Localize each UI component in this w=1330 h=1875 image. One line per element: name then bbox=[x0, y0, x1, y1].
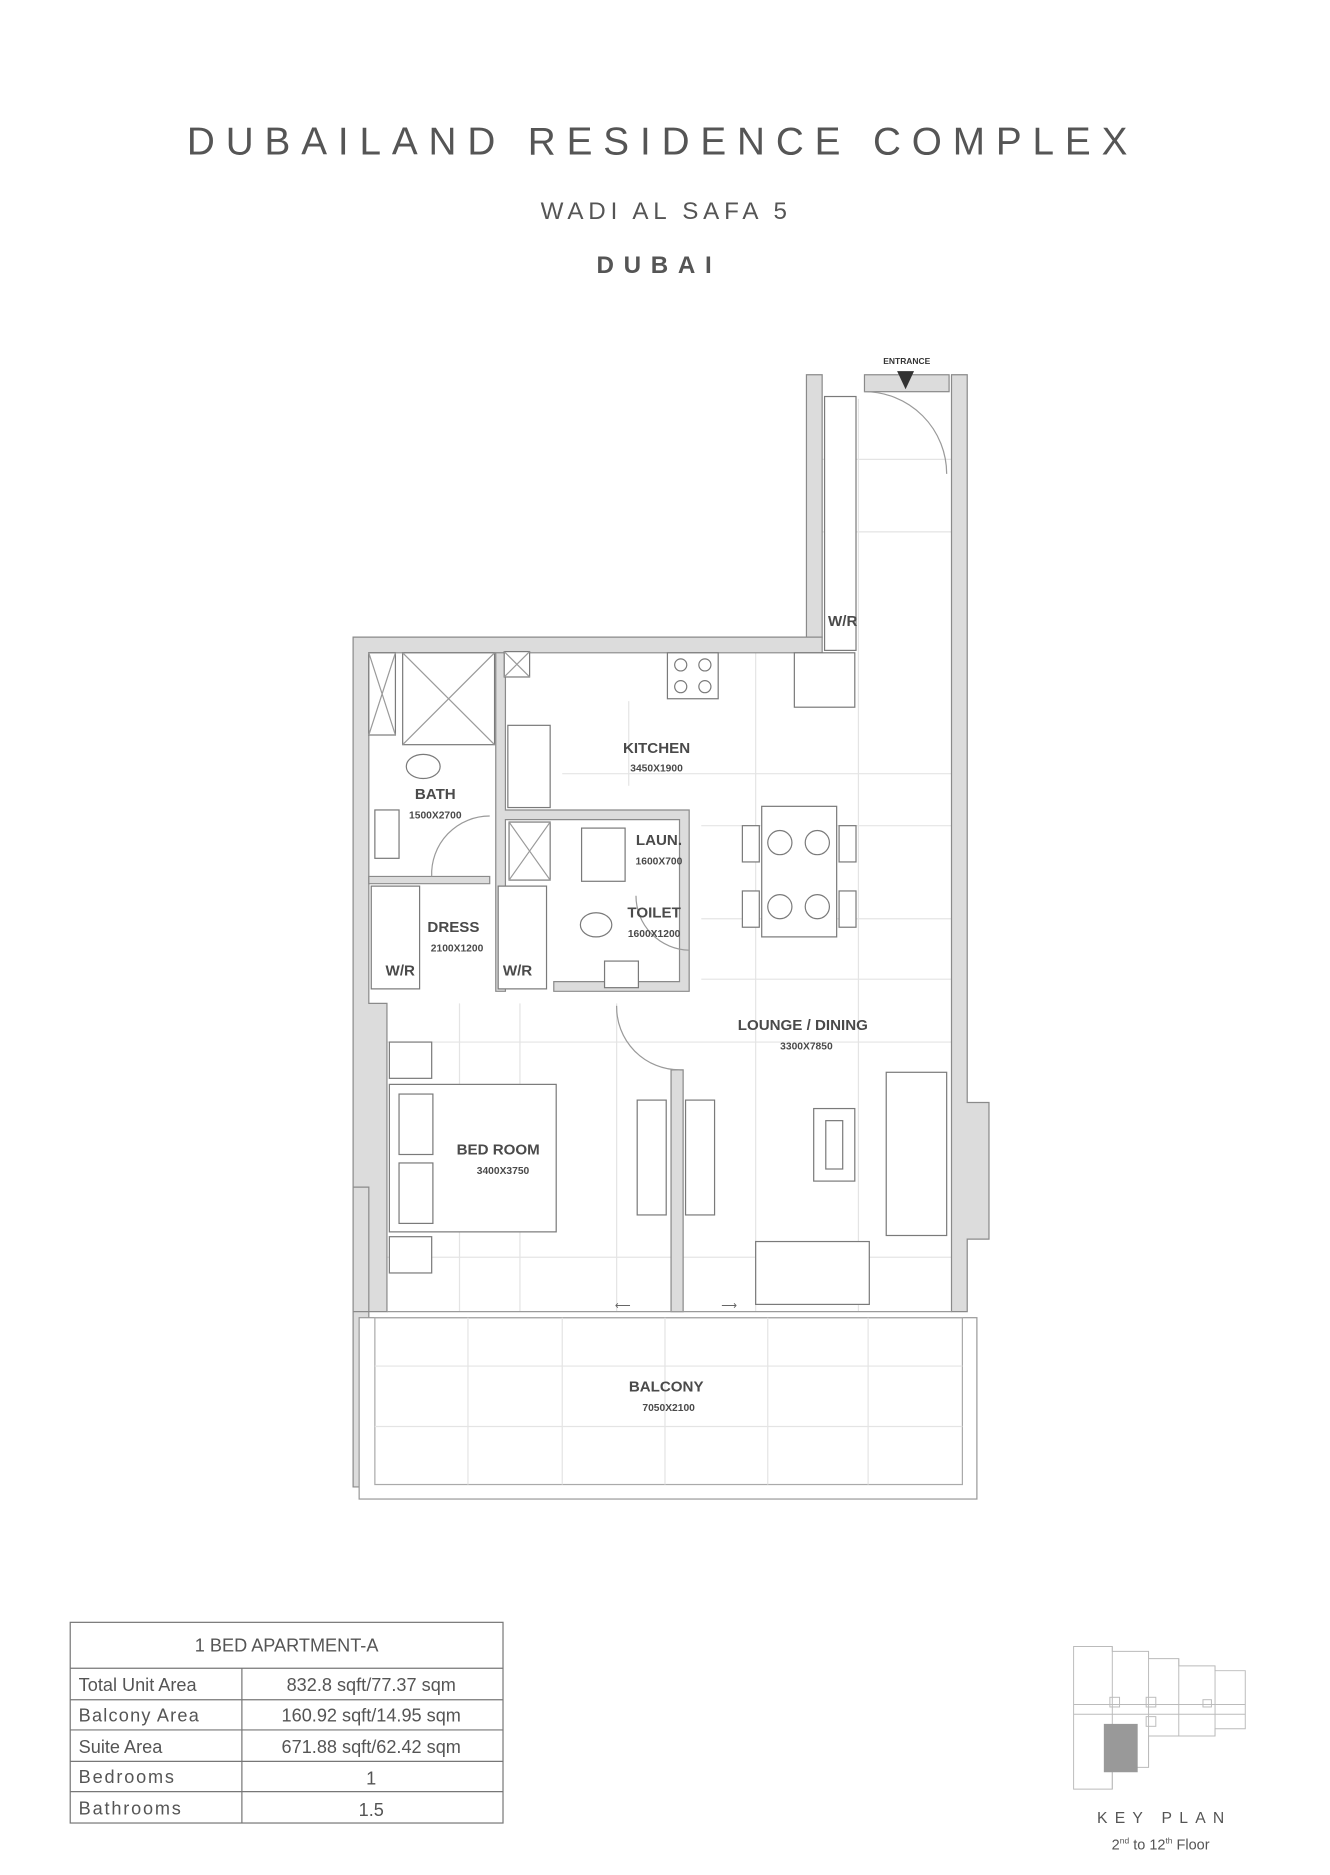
room-label: LOUNGE / DINING bbox=[738, 1017, 868, 1034]
table-row: Bathrooms 1.5 bbox=[79, 1799, 384, 1820]
partition-wall bbox=[670, 1069, 684, 1313]
area-table bbox=[69, 1621, 504, 1824]
row-label: Total Unit Area bbox=[79, 1675, 198, 1695]
room-label: DRESS bbox=[427, 919, 479, 936]
row-label: Suite Area bbox=[79, 1737, 164, 1757]
wall bbox=[950, 374, 990, 1313]
project-title: DUBAILAND RESIDENCE COMPLEX bbox=[187, 121, 1138, 164]
row-label: Bedrooms bbox=[79, 1767, 176, 1787]
slide-arrow-icon: ⟶ bbox=[721, 1300, 737, 1312]
room-label: BALCONY bbox=[629, 1378, 704, 1395]
table-row: Bedrooms 1 bbox=[79, 1767, 377, 1788]
basin bbox=[603, 960, 640, 989]
room-dimension: 1600X700 bbox=[636, 856, 683, 867]
interior-wall bbox=[368, 875, 491, 885]
room-dimension: 1500X2700 bbox=[409, 810, 462, 821]
row-label: Balcony Area bbox=[79, 1705, 200, 1725]
cooktop bbox=[666, 652, 719, 700]
wall bbox=[352, 1186, 370, 1313]
table-title: 1 BED APARTMENT-A bbox=[195, 1635, 380, 1655]
room-label: BATH bbox=[415, 786, 456, 803]
table-row: Total Unit Area 832.8 sqft/77.37 sqm bbox=[79, 1675, 456, 1695]
fridge bbox=[793, 652, 856, 708]
row-value: 1 bbox=[366, 1768, 376, 1788]
floor-from: 2 bbox=[1112, 1838, 1120, 1854]
toilet-icon bbox=[579, 912, 613, 938]
toilet-icon bbox=[405, 753, 441, 780]
key-plan-floors: 2nd to 12th Floor bbox=[1112, 1836, 1210, 1854]
slide-arrow-icon: ⟵ bbox=[615, 1300, 631, 1312]
wardrobe-label: W/R bbox=[503, 963, 532, 980]
row-value: 832.8 sqft/77.37 sqm bbox=[287, 1675, 456, 1695]
sofa bbox=[755, 1240, 870, 1306]
room-label: BED ROOM bbox=[457, 1141, 540, 1158]
floor-end: Floor bbox=[1173, 1838, 1210, 1854]
key-plan-diagram bbox=[1073, 1646, 1246, 1790]
table-row: Balcony Area 160.92 sqft/14.95 sqm bbox=[79, 1705, 461, 1725]
room-label: TOILET bbox=[627, 905, 681, 922]
washing-machine bbox=[580, 827, 626, 882]
wardrobe bbox=[497, 885, 548, 990]
sup: th bbox=[1165, 1836, 1172, 1846]
interior-wall bbox=[495, 652, 690, 992]
wardrobe-label: W/R bbox=[828, 613, 857, 630]
key-plan-title: KEY PLAN bbox=[1097, 1810, 1232, 1827]
row-value: 160.92 sqft/14.95 sqm bbox=[282, 1705, 461, 1725]
sup: nd bbox=[1120, 1836, 1130, 1846]
room-dimension: 7050X2100 bbox=[642, 1403, 695, 1414]
balcony bbox=[358, 1317, 978, 1500]
room-label: KITCHEN bbox=[623, 740, 690, 757]
kitchen-sink bbox=[507, 724, 551, 809]
room-dimension: 2100X1200 bbox=[431, 943, 484, 954]
floor-mid: to 12 bbox=[1129, 1838, 1165, 1854]
wardrobe-label: W/R bbox=[386, 963, 415, 980]
unit-highlight bbox=[1103, 1723, 1138, 1773]
row-value: 671.88 sqft/62.42 sqm bbox=[282, 1737, 461, 1757]
floor-plan: ENTRANCE W/R W/R W/R bbox=[352, 356, 990, 1500]
project-location: WADI AL SAFA 5 bbox=[541, 198, 792, 225]
entrance-label: ENTRANCE bbox=[883, 356, 930, 366]
sofa bbox=[885, 1071, 948, 1237]
room-dimension: 3400X3750 bbox=[477, 1166, 530, 1177]
nightstand bbox=[388, 1236, 433, 1274]
project-city: DUBAI bbox=[597, 252, 722, 279]
row-label: Bathrooms bbox=[79, 1799, 183, 1819]
nightstand bbox=[388, 1041, 433, 1079]
room-dimension: 3300X7850 bbox=[780, 1041, 833, 1052]
room-dimension: 3450X1900 bbox=[630, 763, 683, 774]
wardrobe bbox=[370, 885, 421, 990]
tv-unit bbox=[636, 1099, 667, 1216]
row-value: 1.5 bbox=[359, 1800, 384, 1820]
door-swing bbox=[864, 391, 948, 474]
basin bbox=[374, 809, 400, 859]
table-row: Suite Area 671.88 sqft/62.42 sqm bbox=[79, 1737, 461, 1757]
wall bbox=[805, 374, 823, 638]
entrance-arrow-icon bbox=[897, 371, 915, 390]
wardrobe bbox=[823, 395, 857, 651]
room-dimension: 1600X1200 bbox=[628, 929, 681, 940]
room-label: LAUN. bbox=[636, 832, 682, 849]
tv-unit bbox=[684, 1099, 716, 1216]
